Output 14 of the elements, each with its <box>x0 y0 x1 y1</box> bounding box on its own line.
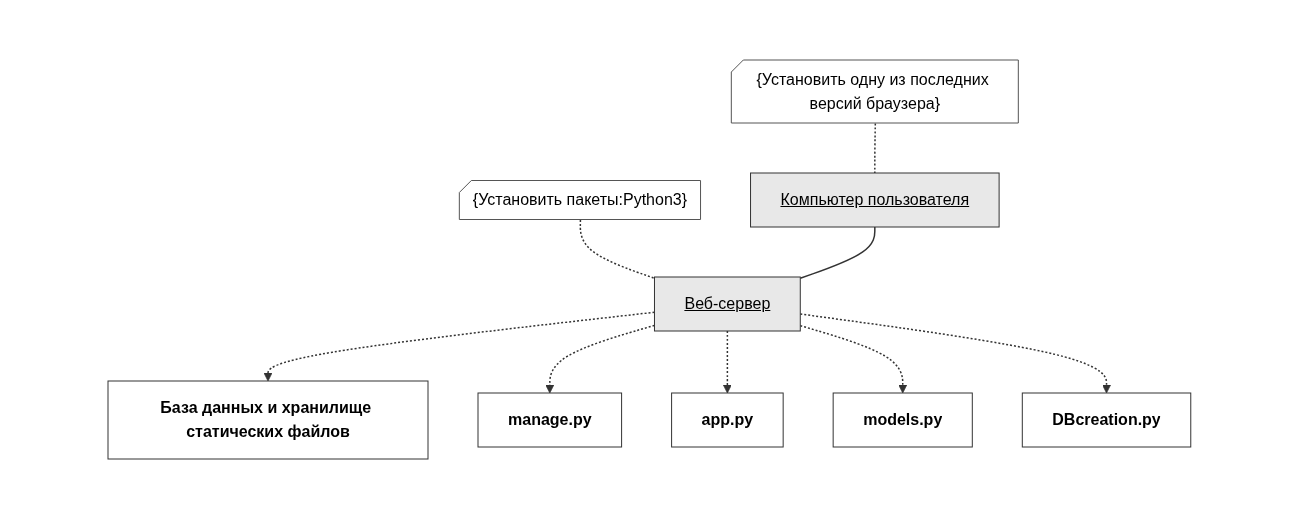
node-box: manage.py <box>477 392 623 448</box>
arrow <box>799 324 908 394</box>
node-box: DBcreation.py <box>1021 392 1192 448</box>
node-box: Веб-сервер <box>654 276 801 332</box>
arrow <box>799 313 1112 394</box>
node-box: app.py <box>671 392 784 448</box>
connector <box>579 219 656 280</box>
arrow <box>263 311 656 382</box>
connector <box>874 122 877 174</box>
node-box: models.py <box>832 392 973 448</box>
node-box: Компьютер пользователя <box>750 172 1000 228</box>
node-box: База данных и хранилище статических файлов <box>107 380 429 460</box>
connector <box>799 226 876 280</box>
arrow <box>545 324 656 394</box>
